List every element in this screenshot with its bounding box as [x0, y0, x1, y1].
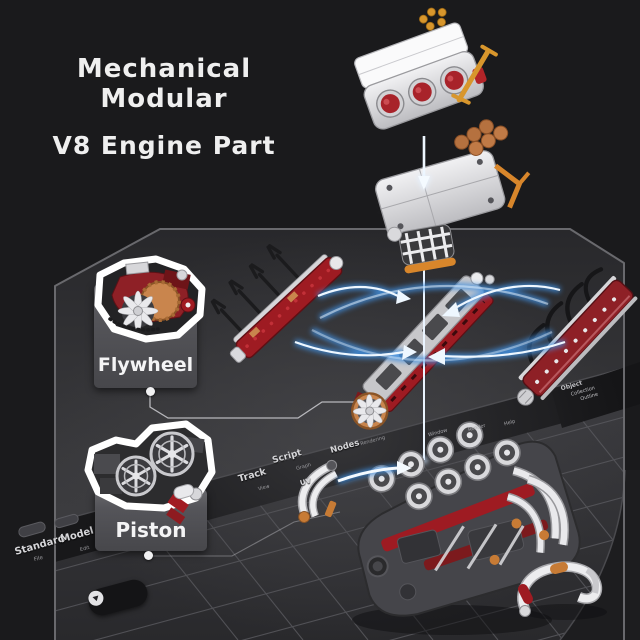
page-title: Mechanical Modular V8 Engine Part	[14, 54, 314, 160]
title-line-1: Mechanical Modular	[76, 54, 252, 114]
flywheel-leader-line	[149, 393, 384, 419]
insert-arrow	[336, 461, 412, 484]
viewport-zoom-pill	[85, 576, 151, 619]
piston-label: Piston	[115, 518, 187, 542]
swirl-arrows	[293, 282, 566, 365]
intake-part	[354, 7, 498, 130]
leader-dot	[146, 387, 155, 396]
piston-leader-line	[149, 511, 341, 557]
left-camshaft-part	[210, 244, 344, 363]
piston-sticker	[84, 420, 216, 525]
flywheel-sticker	[94, 255, 206, 343]
gold-rod	[456, 48, 491, 103]
intake-trumpets	[376, 66, 469, 118]
play-badge-icon	[88, 590, 104, 606]
flywheel-on-part	[351, 392, 389, 430]
title-line-2: V8 Engine Part	[52, 131, 276, 160]
right-camshaft-part	[517, 267, 638, 406]
leader-dot	[144, 551, 153, 560]
leader-lines	[149, 393, 384, 557]
engine-block-part	[374, 119, 531, 274]
intake-horns	[367, 421, 521, 511]
v8-assembly-part	[357, 421, 581, 617]
exhaust-pipe-part	[517, 561, 603, 617]
exhaust-manifold-part	[297, 459, 339, 523]
copper-cylinders	[454, 119, 509, 156]
panel-border	[54, 228, 625, 640]
front-grille	[398, 224, 456, 274]
glow-beam-upper	[417, 136, 431, 192]
gold-studs	[418, 7, 447, 31]
chrome-headers	[506, 465, 569, 554]
flywheel-label: Flywheel	[97, 354, 194, 376]
